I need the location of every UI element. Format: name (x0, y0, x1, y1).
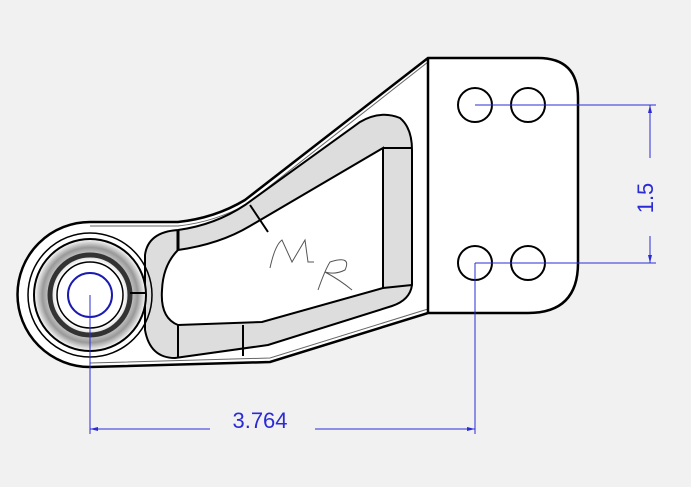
dimension-arrows (90, 105, 652, 431)
mr-logo (269, 238, 353, 291)
dimension-label-horizontal: 3.764 (232, 408, 287, 433)
pocket-floor (160, 146, 384, 327)
dimension-lines (89, 104, 656, 434)
dimension-label-vertical: 1.5 (633, 183, 658, 214)
